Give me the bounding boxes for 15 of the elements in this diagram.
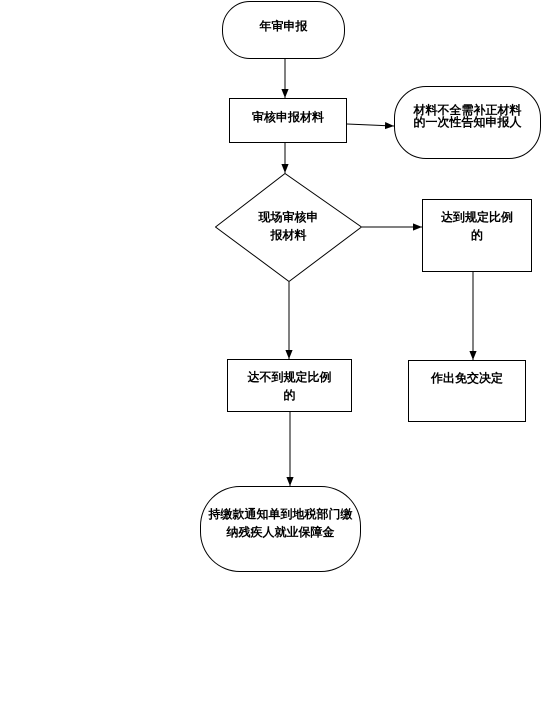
process-box: 审核申报材料 xyxy=(229,98,347,143)
process-box: 达到规定比例的 xyxy=(422,199,532,272)
process-box: 作出免交决定 xyxy=(408,360,526,422)
arrow xyxy=(281,58,289,98)
arrow xyxy=(286,412,294,486)
arrow xyxy=(362,223,422,231)
arrow xyxy=(469,272,477,360)
arrow xyxy=(281,142,289,174)
arrow xyxy=(346,122,394,130)
process-box: 达不到规定比例的 xyxy=(227,359,352,412)
rounded-box: 年审申报 xyxy=(222,1,345,59)
rounded-box: 材料不全需补正材料的一次性告知申报人 xyxy=(394,86,541,159)
decision-diamond: 现场审核申报材料 xyxy=(215,173,362,282)
rounded-box: 持缴款通知单到地税部门缴纳残疾人就业保障金 xyxy=(200,486,361,572)
arrow xyxy=(285,282,293,360)
